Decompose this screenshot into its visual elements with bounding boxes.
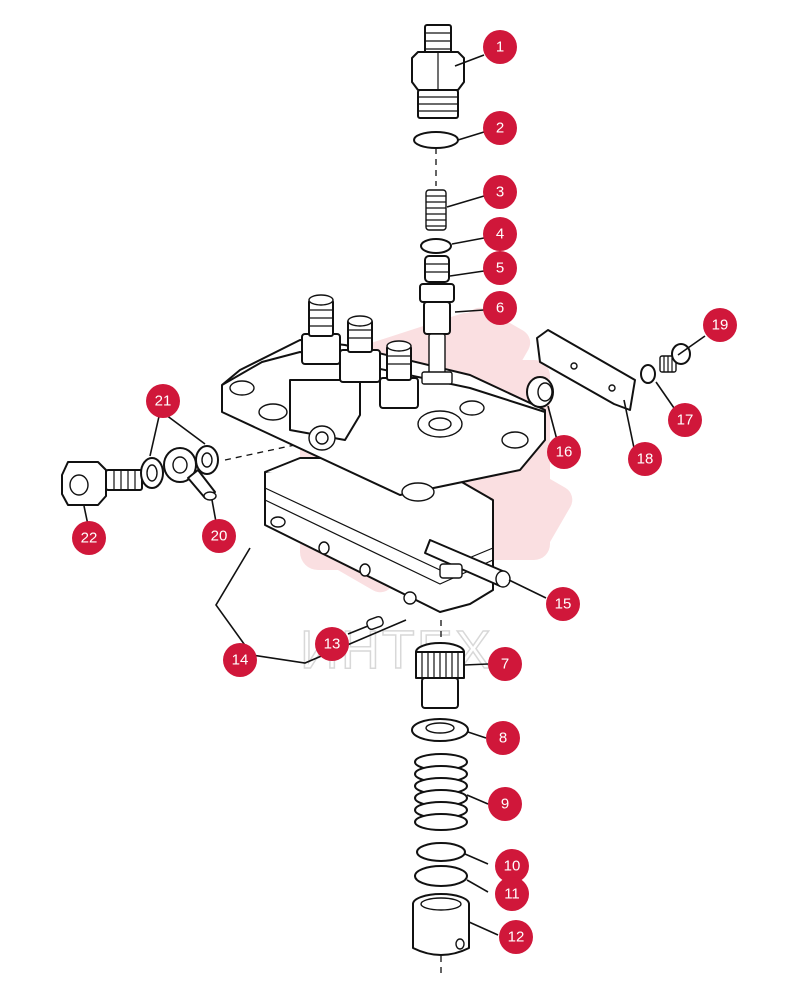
spring-seat-part-8 (411, 718, 469, 742)
callout-15: 15 (546, 587, 580, 621)
callout-18: 18 (628, 442, 662, 476)
callout-22: 22 (72, 521, 106, 555)
svg-text:15: 15 (555, 596, 572, 613)
cap-part-16 (526, 376, 554, 408)
callout-badges: 1 2 3 4 5 6 19 17 18 16 21 22 20 15 13 1… (72, 30, 737, 954)
callout-6: 6 (483, 291, 517, 325)
fitting-part-20 (163, 447, 217, 501)
callout-11: 11 (495, 877, 529, 911)
svg-text:3: 3 (496, 184, 504, 201)
svg-text:14: 14 (232, 652, 249, 669)
svg-text:7: 7 (501, 656, 509, 673)
svg-text:20: 20 (211, 528, 228, 545)
callout-12: 12 (499, 920, 533, 954)
valve-seat-part-6 (419, 283, 455, 385)
callout-5: 5 (483, 251, 517, 285)
callout-17: 17 (668, 403, 702, 437)
svg-text:4: 4 (496, 226, 504, 243)
callout-10: 10 (495, 849, 529, 883)
svg-text:9: 9 (501, 796, 509, 813)
svg-text:6: 6 (496, 300, 504, 317)
tappet-part-12 (412, 893, 470, 956)
banjo-bolt-part-22 (61, 461, 143, 506)
callout-13: 13 (315, 627, 349, 661)
screw-part-19 (659, 343, 691, 373)
svg-text:18: 18 (637, 451, 654, 468)
svg-text:19: 19 (712, 317, 729, 334)
delivery-valve-holder-part-1 (411, 24, 465, 119)
plate-part-18 (536, 329, 636, 411)
svg-text:10: 10 (504, 858, 521, 875)
leader-lines (83, 54, 706, 936)
valve-part-5 (424, 255, 450, 283)
callout-9: 9 (488, 787, 522, 821)
shim-part-11 (414, 865, 468, 887)
control-sleeve-part-7 (415, 642, 465, 709)
svg-text:1: 1 (496, 39, 504, 56)
callout-14: 14 (223, 643, 257, 677)
callout-8: 8 (486, 721, 520, 755)
svg-text:21: 21 (155, 393, 172, 410)
callout-2: 2 (483, 111, 517, 145)
pump-body (221, 339, 546, 613)
control-rod (424, 539, 511, 588)
callout-4: 4 (483, 217, 517, 251)
svg-text:17: 17 (677, 412, 694, 429)
svg-text:22: 22 (81, 530, 98, 547)
svg-text:11: 11 (504, 886, 520, 903)
spring-part-3 (425, 189, 447, 231)
plunger-spring-part-9 (414, 753, 468, 831)
callout-16: 16 (547, 435, 581, 469)
svg-text:13: 13 (324, 636, 341, 653)
svg-text:8: 8 (499, 730, 507, 747)
washer-part-17 (640, 364, 656, 384)
washers-part-21 (140, 445, 219, 489)
svg-text:16: 16 (556, 444, 573, 461)
retainer-part-10 (416, 842, 466, 862)
washer-part-4 (420, 238, 452, 254)
callout-3: 3 (483, 175, 517, 209)
callout-21: 21 (146, 384, 180, 418)
callout-19: 19 (703, 308, 737, 342)
callout-20: 20 (202, 519, 236, 553)
callout-7: 7 (488, 647, 522, 681)
callout-1: 1 (483, 30, 517, 64)
gasket-part-2 (413, 131, 459, 149)
delivery-valve-holders (301, 294, 419, 409)
svg-text:5: 5 (496, 260, 504, 277)
svg-text:12: 12 (508, 929, 525, 946)
svg-text:2: 2 (496, 120, 504, 137)
